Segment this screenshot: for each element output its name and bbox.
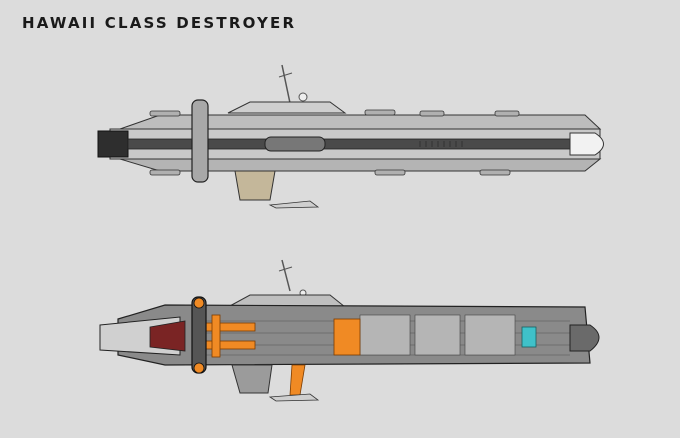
mast [278, 64, 308, 104]
spine-pod [264, 136, 326, 152]
bow-nose [569, 132, 604, 156]
ventral-fin [234, 170, 276, 201]
bridge-superstructure [227, 101, 347, 114]
engine-block [97, 130, 129, 158]
teal-module [521, 326, 537, 348]
reactor-core [149, 320, 186, 352]
page-title: HAWAII CLASS DESTROYER [22, 14, 297, 32]
dorsal-turrets [149, 109, 520, 117]
ventral-pod [268, 393, 320, 402]
lower-hull [119, 158, 602, 172]
orange-strut [289, 364, 306, 396]
interior-frames [359, 314, 516, 356]
hull-greebles [419, 141, 463, 147]
mast [278, 259, 307, 297]
ventral-turrets [149, 169, 511, 176]
ship-exterior-view [97, 64, 604, 209]
ventral-fin [231, 364, 273, 394]
ventral-pod [268, 200, 320, 209]
ring-module [191, 99, 209, 183]
ship-cutaway-view [99, 259, 600, 402]
bow-nose [569, 324, 600, 352]
